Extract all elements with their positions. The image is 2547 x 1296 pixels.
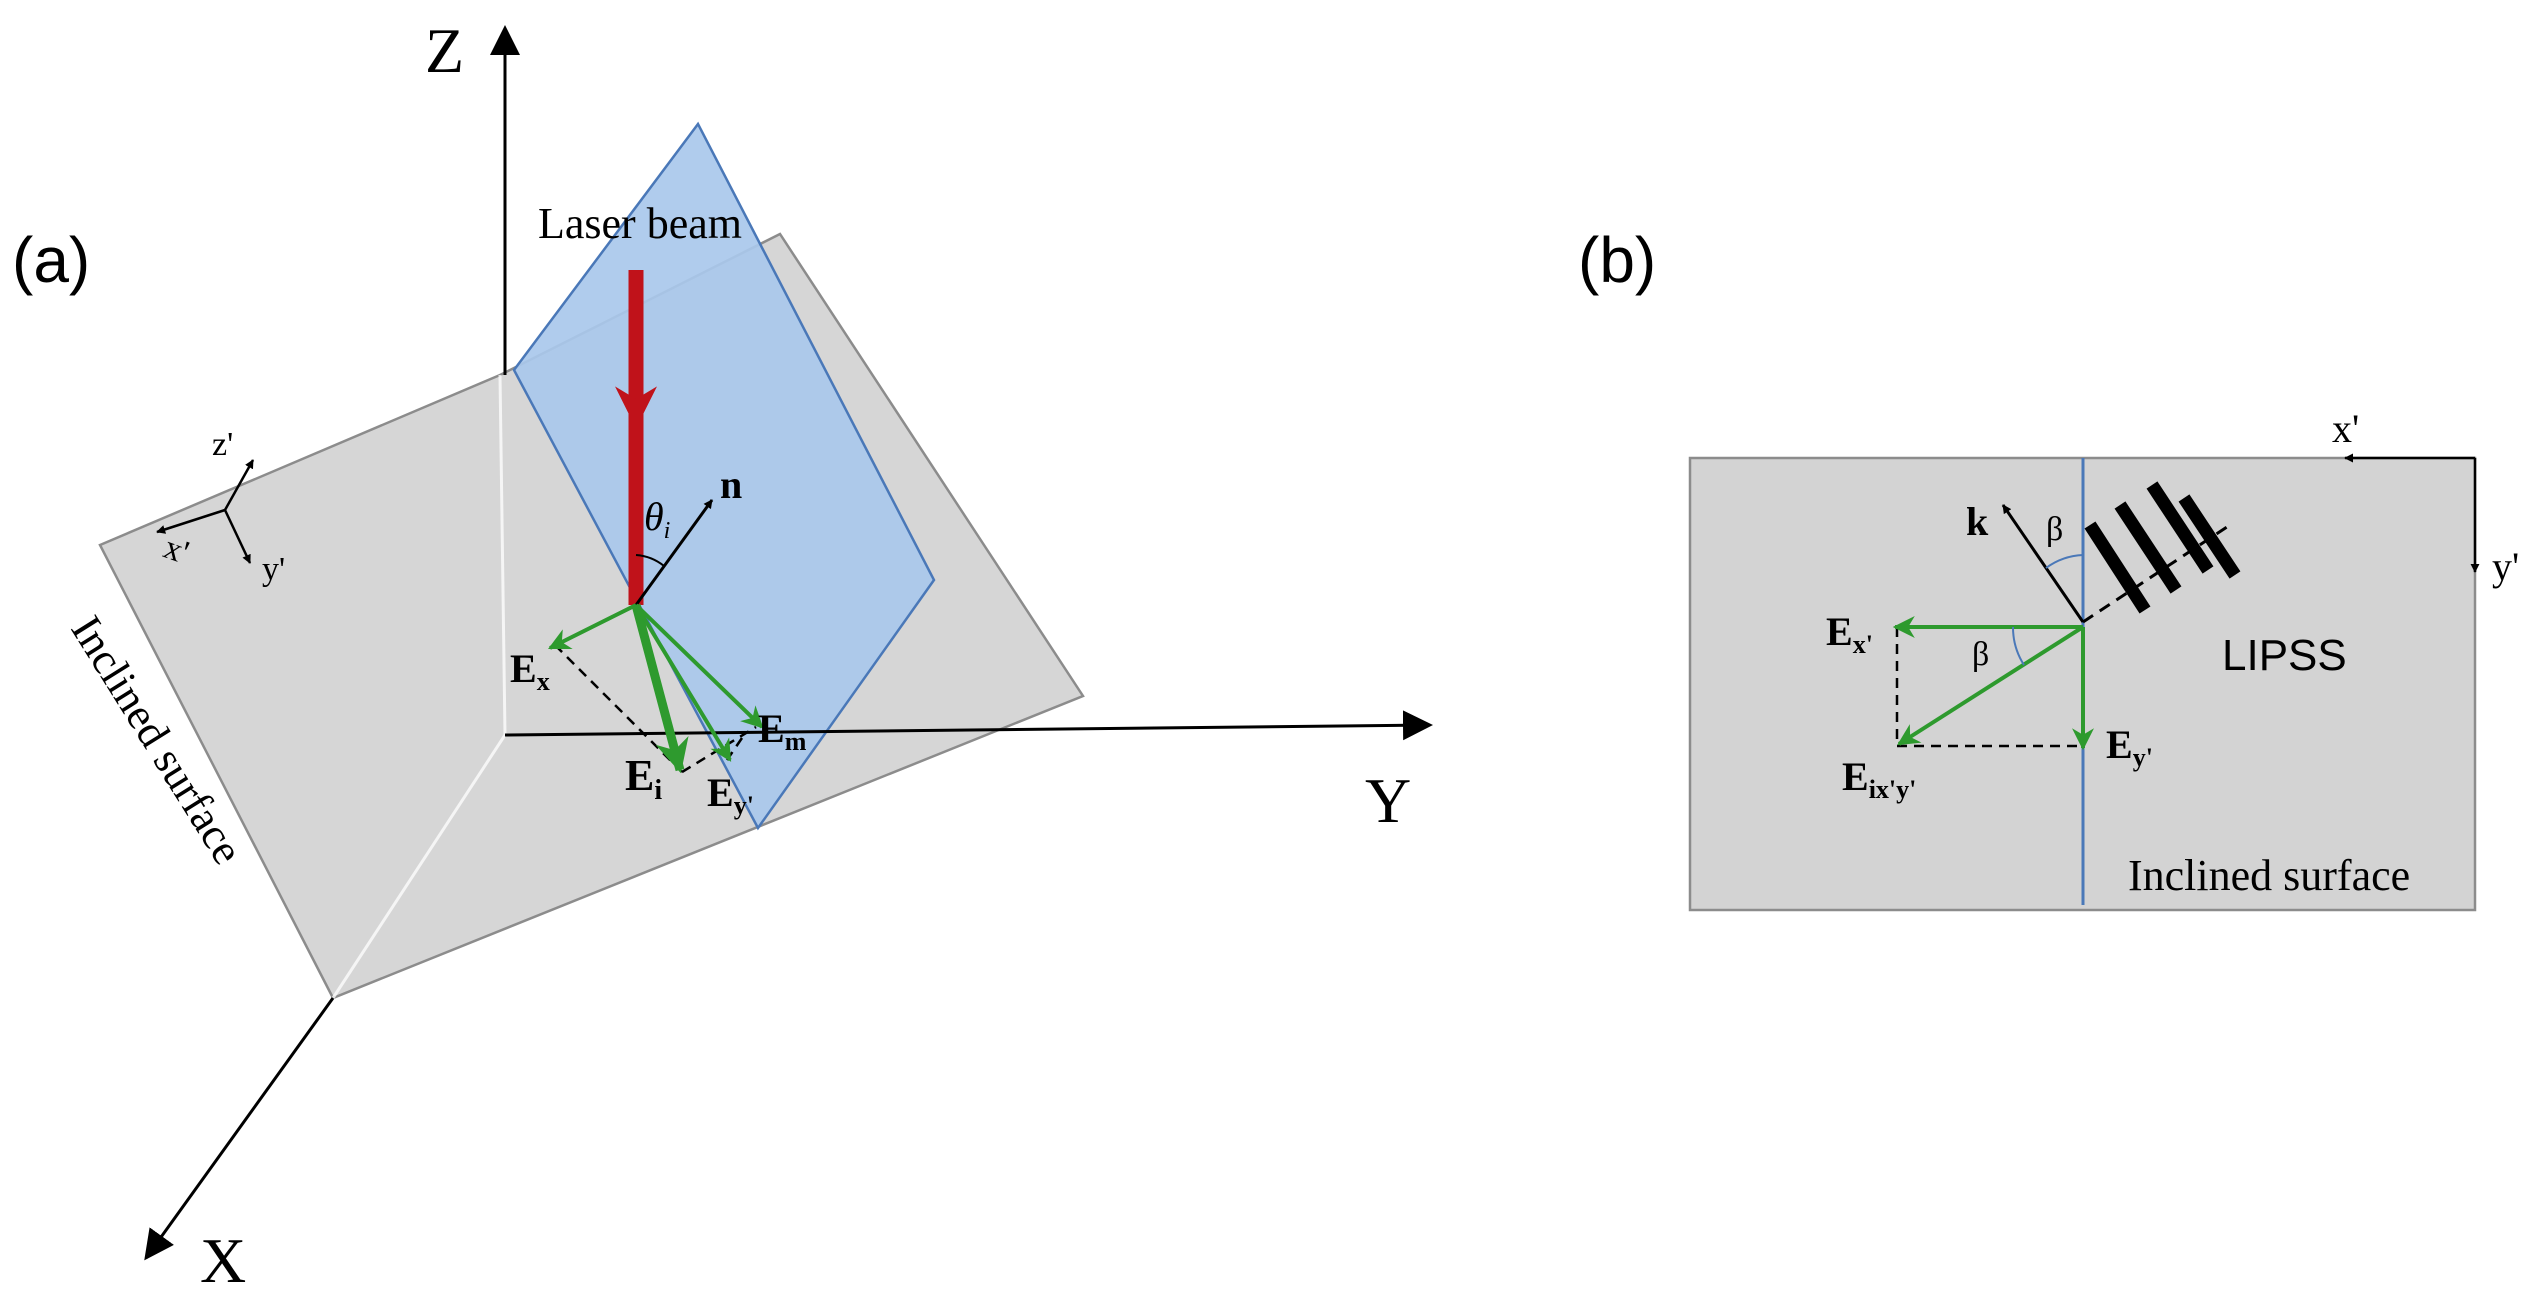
field-ex-arrow xyxy=(548,603,637,650)
eixy-label: Eix'y' xyxy=(1842,754,1916,804)
panel-a-tag: (a) xyxy=(12,224,90,296)
surface-edge-line xyxy=(498,374,507,736)
lipss-ripples xyxy=(2084,481,2241,614)
normal-vector xyxy=(634,499,714,606)
y-prime-label: y' xyxy=(2492,544,2519,589)
ex-label-b: Ex' xyxy=(1826,609,1873,659)
surface-edge-line xyxy=(331,734,507,999)
field-ey-arrow xyxy=(634,603,732,762)
local-z-label: z' xyxy=(212,426,233,463)
beta-arc-mid xyxy=(2011,626,2025,666)
y-axis-label: Y xyxy=(1365,765,1411,836)
k-vector xyxy=(2001,504,2085,623)
beta-label-top: β xyxy=(2046,511,2063,548)
k-label: k xyxy=(1966,499,1989,544)
x-prime-label: x' xyxy=(2332,406,2359,451)
y-axis xyxy=(504,710,1433,741)
theta-arc xyxy=(635,554,665,567)
ei-label-a: Ei xyxy=(625,751,662,806)
field-ei-arrow xyxy=(631,603,689,774)
panel-b: (b) x' y' LIPSS k β xyxy=(1578,224,2519,912)
lipss-label: LIPSS xyxy=(2222,631,2347,680)
field-dashes-b xyxy=(1895,627,2083,748)
ey-label-b: Ey' xyxy=(2106,722,2153,772)
field-em-arrow xyxy=(634,603,764,729)
inclined-surface-label-b: Inclined surface xyxy=(2128,851,2410,900)
ey-label-a: Ey' xyxy=(707,770,754,820)
local-y-label: y' xyxy=(262,551,285,588)
panel-a: (a) Z Y X z' x' y' Inclined surface Lase… xyxy=(12,15,1433,1296)
x-axis xyxy=(144,997,335,1261)
em-label-a: Em xyxy=(758,706,807,756)
field-eixy-arrow xyxy=(1897,625,2085,746)
normal-label: n xyxy=(720,462,742,507)
ex-label-a: Ex xyxy=(510,646,550,696)
x-axis-label: X xyxy=(200,1225,246,1296)
beta-arc-top xyxy=(2045,554,2084,569)
z-axis-label: Z xyxy=(425,15,464,86)
laser-beam-label: Laser beam xyxy=(538,199,742,248)
beta-label-mid: β xyxy=(1972,636,1989,673)
theta-label: θi xyxy=(644,494,670,544)
panel-b-tag: (b) xyxy=(1578,224,1656,296)
